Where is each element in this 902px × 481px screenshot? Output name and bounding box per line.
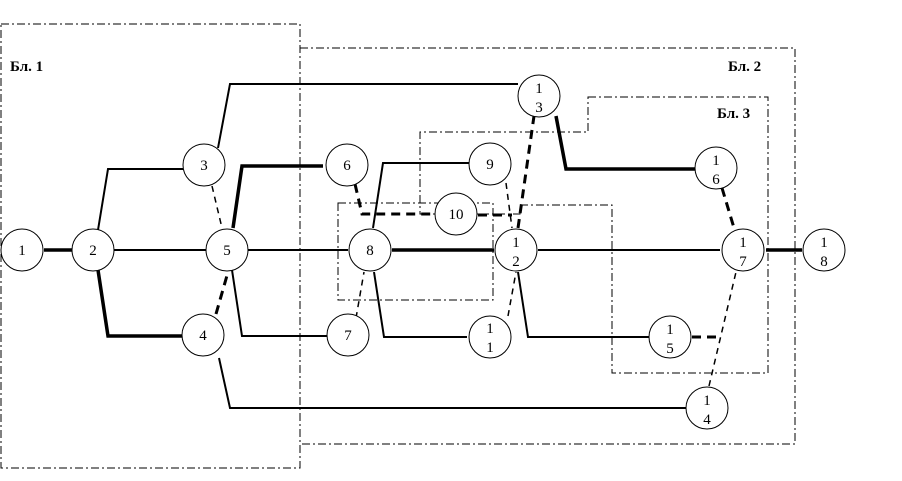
- node-6-label: 6: [343, 158, 351, 174]
- node-12-circle: [494, 228, 538, 272]
- block-1-label: Бл. 1: [10, 59, 43, 75]
- block-3-label: Бл. 3: [717, 106, 750, 122]
- node-12: 1 2: [494, 228, 538, 272]
- node-11-circle: [468, 315, 512, 359]
- node-12-label-line2: 2: [512, 254, 520, 270]
- node-13: 1 3: [517, 74, 561, 118]
- node-6-circle: [325, 143, 369, 187]
- node-17-circle: [721, 228, 765, 272]
- node-17-label-line2: 7: [739, 254, 747, 270]
- node-15: 1 5: [648, 315, 692, 359]
- node-16: 1 6: [694, 146, 738, 190]
- node-5-label: 5: [223, 243, 231, 259]
- node-1-circle: [0, 228, 44, 272]
- node-18: 1 8: [802, 228, 846, 272]
- edges: [44, 83, 802, 409]
- edge-2-3: [97, 168, 183, 231]
- node-14: 1 4: [685, 386, 729, 430]
- edge-8-9: [372, 162, 469, 229]
- node-4-circle: [181, 313, 225, 357]
- node-11-label-line2: 1: [486, 340, 494, 356]
- edge-12-13: [516, 115, 536, 229]
- node-11-label-line1: 1: [486, 321, 494, 337]
- edge-3-5: [211, 185, 223, 229]
- node-14-label-line2: 4: [703, 412, 711, 428]
- node-16-circle: [694, 146, 738, 190]
- node-1-label: 1: [18, 243, 26, 259]
- node-2-label: 2: [89, 243, 97, 259]
- node-17-label-line1: 1: [739, 235, 747, 251]
- edge-12-15: [517, 271, 649, 338]
- node-13-label-line1: 1: [535, 81, 543, 97]
- node-7: 7: [326, 313, 370, 357]
- node-10-label: 10: [449, 207, 464, 223]
- node-15-label-line2: 5: [666, 341, 674, 357]
- edge-4-5: [214, 271, 230, 315]
- node-14-circle: [685, 386, 729, 430]
- node-16-label-line2: 6: [712, 172, 720, 188]
- node-9: 9: [468, 142, 512, 186]
- node-18-label-line2: 8: [820, 254, 828, 270]
- node-17: 1 7: [721, 228, 765, 272]
- edge-3-13: [217, 83, 518, 149]
- node-10: 10: [434, 192, 478, 236]
- edge-9-12: [505, 182, 513, 229]
- node-5: 5: [205, 228, 249, 272]
- node-18-label-line1: 1: [820, 235, 828, 251]
- node-6: 6: [325, 143, 369, 187]
- edge-4-14: [218, 357, 686, 409]
- node-10-circle: [434, 192, 478, 236]
- edge-16-17: [720, 187, 736, 229]
- node-4-label: 4: [199, 328, 207, 344]
- node-7-label: 7: [344, 328, 352, 344]
- edge-14-17: [708, 271, 737, 387]
- node-15-circle: [648, 315, 692, 359]
- node-11: 1 1: [468, 315, 512, 359]
- node-8-label: 8: [366, 243, 374, 259]
- node-14-label-line1: 1: [703, 393, 711, 409]
- node-2-circle: [71, 228, 115, 272]
- node-4: 4: [181, 313, 225, 357]
- node-16-label-line1: 1: [712, 153, 720, 169]
- node-3-circle: [182, 143, 226, 187]
- node-8: 8: [348, 228, 392, 272]
- block-2-label: Бл. 2: [728, 59, 761, 75]
- node-12-label-line1: 1: [512, 235, 520, 251]
- nodes: 1 2 3 4 5 6 7 8: [0, 74, 846, 430]
- node-13-circle: [517, 74, 561, 118]
- block-1-boundary: [0, 23, 301, 469]
- node-9-label: 9: [486, 157, 494, 173]
- edge-13-16: [554, 115, 695, 171]
- node-5-circle: [205, 228, 249, 272]
- edge-6-10: [353, 183, 434, 216]
- edge-4-7: [231, 269, 327, 337]
- node-7-circle: [326, 313, 370, 357]
- node-3-label: 3: [200, 158, 208, 174]
- block-boundaries: [0, 23, 796, 469]
- node-1: 1: [0, 228, 44, 272]
- edge-11-12: [507, 271, 517, 317]
- edge-8-11: [373, 271, 467, 338]
- node-2: 2: [71, 228, 115, 272]
- edge-7-8: [355, 271, 365, 319]
- node-18-circle: [802, 228, 846, 272]
- node-8-circle: [348, 228, 392, 272]
- node-9-circle: [468, 142, 512, 186]
- edge-2-4: [96, 269, 183, 338]
- block-2-boundary: [300, 47, 796, 445]
- node-15-label-line1: 1: [666, 322, 674, 338]
- node-13-label-line2: 3: [535, 100, 543, 116]
- node-3: 3: [182, 143, 226, 187]
- edge-5-6: [231, 164, 323, 229]
